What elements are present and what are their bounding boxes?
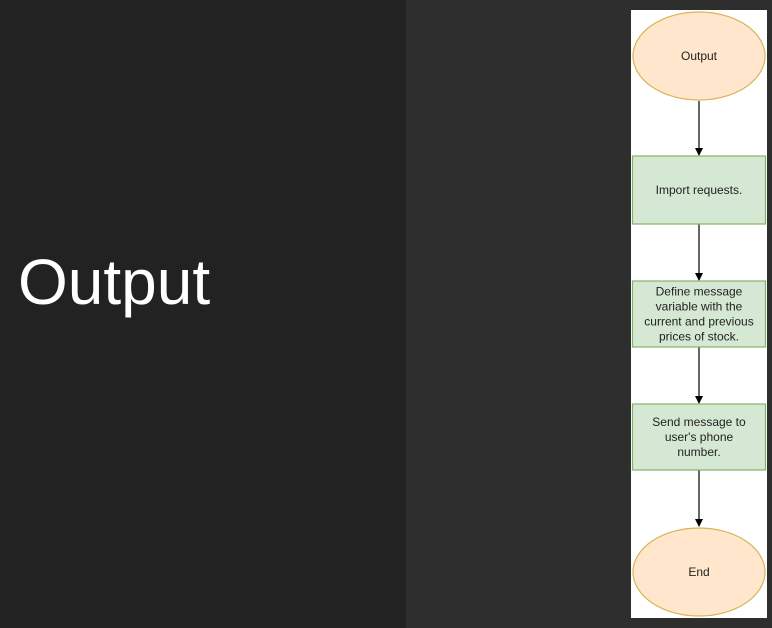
- flow-node-label: current and previous: [644, 315, 753, 329]
- process-shape: [631, 280, 767, 348]
- flow-node-label: Output: [681, 49, 718, 63]
- flow-node-label: variable with the: [656, 300, 743, 314]
- process-shape: [631, 155, 767, 225]
- flow-node-end: End: [632, 527, 766, 617]
- title-panel: Output: [18, 246, 211, 318]
- flow-node-label: number.: [677, 445, 720, 459]
- slide-title: Output: [18, 246, 211, 318]
- terminal-shape: [632, 527, 766, 617]
- flow-node-label: End: [688, 565, 709, 579]
- flow-node-import: Import requests.: [631, 155, 767, 225]
- flow-node-label: Send message to: [652, 415, 746, 429]
- flow-node-label: prices of stock.: [659, 330, 739, 344]
- flow-node-label: Import requests.: [656, 183, 743, 197]
- flow-node-label: user's phone: [665, 430, 734, 444]
- process-shape: [631, 403, 767, 471]
- flow-node-label: Define message: [656, 285, 743, 299]
- flow-node-output: Output: [632, 11, 766, 101]
- terminal-shape: [632, 11, 766, 101]
